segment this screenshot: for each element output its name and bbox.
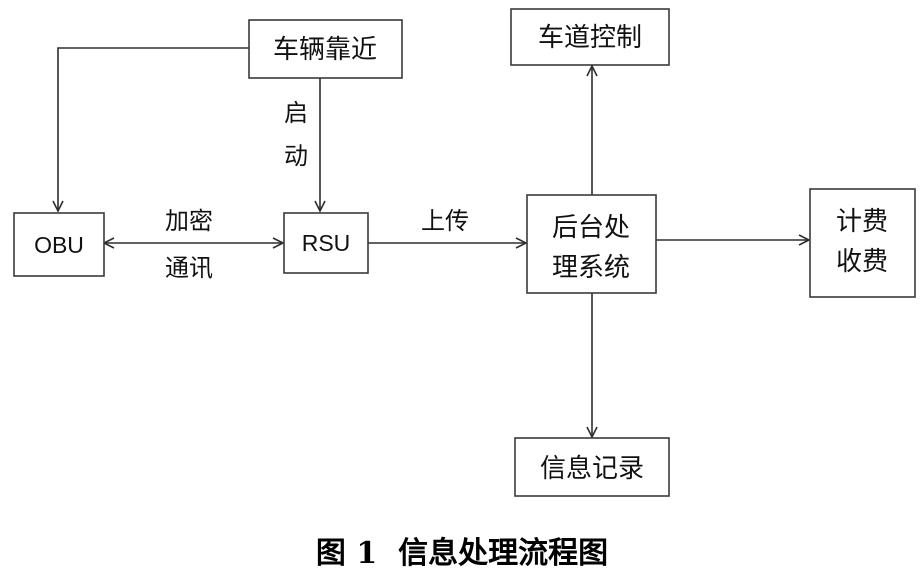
edge-label-encrypted-1: 加密: [165, 207, 213, 235]
svg-text:信息记录: 信息记录: [540, 454, 644, 484]
edge-label-start-2: 动: [284, 142, 308, 170]
node-obu: OBU: [13, 212, 105, 277]
node-backend-system: 后台处 理系统: [526, 194, 657, 294]
svg-text:收费: 收费: [836, 247, 888, 277]
node-lane-control: 车道控制: [510, 8, 670, 66]
svg-text:后台处: 后台处: [552, 213, 630, 243]
edge-label-encrypted-2: 通讯: [165, 254, 213, 282]
node-vehicle-approach: 车辆靠近: [248, 19, 403, 79]
edge-vehicle-to-obu: [58, 47, 249, 211]
edge-label-start-1: 启: [284, 99, 308, 127]
svg-text:车道控制: 车道控制: [538, 23, 642, 53]
node-rsu: RSU: [283, 212, 369, 274]
node-billing: 计费 收费: [809, 188, 916, 298]
svg-text:OBU: OBU: [34, 232, 84, 258]
svg-text:车辆靠近: 车辆靠近: [273, 35, 377, 65]
figure-caption: 图 1 信息处理流程图: [315, 536, 609, 571]
svg-text:计费: 计费: [836, 207, 888, 237]
svg-text:RSU: RSU: [302, 230, 351, 256]
edge-label-upload: 上传: [421, 207, 469, 235]
svg-text:理系统: 理系统: [552, 253, 630, 283]
node-info-record: 信息记录: [514, 437, 670, 497]
